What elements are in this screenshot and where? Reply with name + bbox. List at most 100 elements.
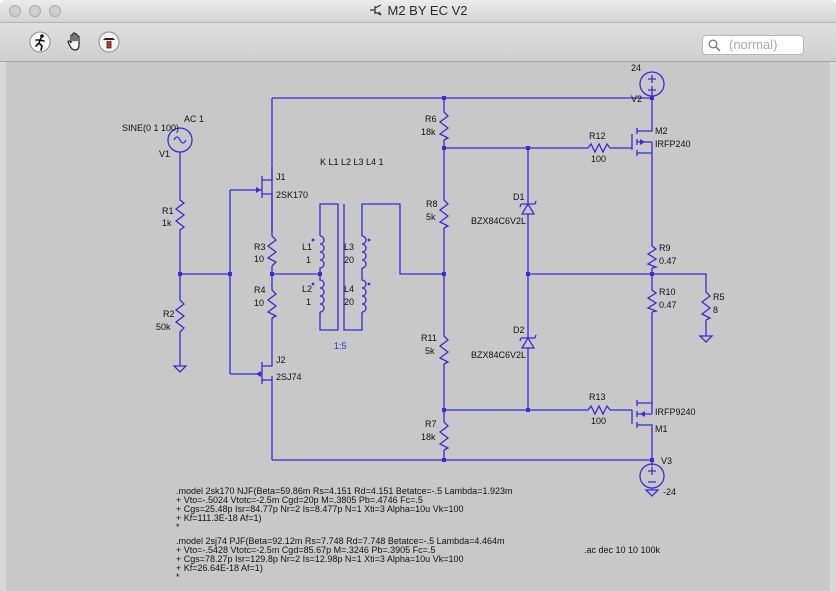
halt-button[interactable] xyxy=(98,31,124,53)
resistor-r5[interactable]: R5 8 xyxy=(698,288,725,343)
r2-name: R2 xyxy=(163,309,175,319)
source-v1[interactable]: AC 1 SINE(0 1 100) V1 xyxy=(122,114,204,159)
v3-value: -24 xyxy=(663,487,676,497)
d1-model: BZX84C6V2L xyxy=(471,216,526,226)
spice-line: + Cgs=78.27p Isr=129.8p Nr=2 Is=12.98p N… xyxy=(176,554,463,564)
window-title: M2 BY EC V2 xyxy=(387,3,468,18)
resistor-r9[interactable]: R9 0.47 xyxy=(646,242,677,269)
hand-icon xyxy=(67,32,80,51)
spice-line: + Kf=26.64E-18 Af=1) xyxy=(176,563,263,573)
r11-name: R11 xyxy=(421,333,437,343)
schematic-canvas[interactable]: AC 1 SINE(0 1 100) V1 R1 1k R2 50k R3 xyxy=(6,62,830,591)
resistor-r7[interactable]: R7 18k xyxy=(421,418,450,451)
v1-name: V1 xyxy=(159,149,170,159)
r12-value: 100 xyxy=(591,154,606,164)
l1-value: 1 xyxy=(306,255,311,265)
inductor-l4[interactable]: L4 20 xyxy=(344,268,371,313)
spice-line: .model 2sk170 NJF(Beta=59.86m Rs=4.151 R… xyxy=(176,486,512,496)
zener-d2[interactable]: D2 BZX84C6V2L xyxy=(471,325,537,360)
schematic-drawing[interactable]: AC 1 SINE(0 1 100) V1 R1 1k R2 50k R3 xyxy=(6,62,830,591)
jfet-j2[interactable]: J2 2SJ74 xyxy=(256,352,302,384)
v1-wave-label: SINE(0 1 100) xyxy=(122,123,179,133)
transformer-ratio: 1:5 xyxy=(334,341,347,351)
v1-ac-label: AC 1 xyxy=(184,114,204,124)
resistor-r1[interactable]: R1 1k xyxy=(162,196,186,232)
l3-name: L3 xyxy=(344,242,354,252)
l4-name: L4 xyxy=(344,284,354,294)
r8-value: 5k xyxy=(426,212,436,222)
v2-name: V2 xyxy=(631,94,642,104)
mosfet-m2[interactable]: M2 IRFP240 xyxy=(631,126,691,156)
j1-model: 2SK170 xyxy=(276,190,308,200)
r12-name: R12 xyxy=(589,131,606,141)
toolbar: (normal) xyxy=(0,23,836,62)
resistor-r8[interactable]: R8 5k xyxy=(426,196,450,229)
minimize-window-button[interactable] xyxy=(29,5,41,17)
inductor-l2[interactable]: L2 1 xyxy=(302,274,325,313)
r13-value: 100 xyxy=(591,416,606,426)
j1-name: J1 xyxy=(276,172,286,182)
close-window-button[interactable] xyxy=(9,5,21,17)
resistor-r12[interactable]: R12 100 xyxy=(584,131,612,164)
spice-line: + Vto=-.5428 Vtotc=-2.5m Cgd=85.67p M=.3… xyxy=(176,545,435,555)
r3-value: 10 xyxy=(254,254,264,264)
v3-name: V3 xyxy=(661,456,672,466)
l4-value: 20 xyxy=(344,297,354,307)
r4-name: R4 xyxy=(254,285,266,295)
spice-analysis-directive[interactable]: .ac dec 10 10 100k xyxy=(584,545,661,555)
r2-value: 50k xyxy=(156,322,171,332)
r10-value: 0.47 xyxy=(659,300,677,310)
source-v3[interactable]: V3 -24 xyxy=(639,456,676,497)
l3-value: 20 xyxy=(344,255,354,265)
mosfet-m1[interactable]: IRFP9240 M1 xyxy=(631,396,696,434)
r3-name: R3 xyxy=(254,242,266,252)
r1-value: 1k xyxy=(162,218,172,228)
coupling-directive[interactable]: K L1 L2 L3 L4 1 xyxy=(320,157,384,167)
resistor-r3[interactable]: R3 10 xyxy=(254,232,278,267)
r4-value: 10 xyxy=(254,298,264,308)
j2-name: J2 xyxy=(276,355,286,365)
spice-line: * xyxy=(176,522,180,532)
jfet-j1[interactable]: J1 2SK170 xyxy=(256,166,308,232)
r7-name: R7 xyxy=(425,419,437,429)
r5-name: R5 xyxy=(713,292,725,302)
zener-d1[interactable]: D1 BZX84C6V2L xyxy=(471,192,537,226)
m2-model: IRFP240 xyxy=(655,139,691,149)
m1-name: M1 xyxy=(655,424,668,434)
resistor-r6[interactable]: R6 18k xyxy=(421,108,450,141)
inductor-l1[interactable]: L1 1 xyxy=(302,235,325,274)
j2-model: 2SJ74 xyxy=(276,372,302,382)
v2-value: 24 xyxy=(631,63,641,73)
r8-name: R8 xyxy=(426,199,438,209)
resistor-r11[interactable]: R11 5k xyxy=(421,332,450,365)
resistor-r13[interactable]: R13 100 xyxy=(584,392,612,426)
junctions xyxy=(178,96,654,462)
spice-line: + Cgs=25.48p Isr=84.77p Nr=2 Is=8.477p N… xyxy=(176,504,463,514)
resistor-r2[interactable]: R2 50k xyxy=(156,296,186,340)
l1-name: L1 xyxy=(302,242,312,252)
r10-name: R10 xyxy=(659,287,676,297)
resistor-r4[interactable]: R4 10 xyxy=(254,285,278,319)
search-field[interactable]: (normal) xyxy=(702,35,804,55)
resistor-r10[interactable]: R10 0.47 xyxy=(646,286,677,313)
m2-name: M2 xyxy=(655,126,668,136)
spice-model-2sj74[interactable]: .model 2sj74 PJF(Beta=92.12m Rs=7.748 Rd… xyxy=(176,536,504,582)
spice-line: + Kf=111.3E-18 Af=1) xyxy=(176,513,261,523)
l2-name: L2 xyxy=(302,284,312,294)
r9-name: R9 xyxy=(659,243,671,253)
run-button[interactable] xyxy=(29,31,55,53)
spice-model-2sk170[interactable]: .model 2sk170 NJF(Beta=59.86m Rs=4.151 R… xyxy=(176,486,512,532)
schematic-document-icon xyxy=(369,4,382,16)
window-title-area: M2 BY EC V2 xyxy=(0,3,836,18)
title-bar: M2 BY EC V2 xyxy=(0,0,836,23)
r9-value: 0.47 xyxy=(659,256,677,266)
zoom-window-button[interactable] xyxy=(49,5,61,17)
source-v2[interactable]: 24 V2 xyxy=(631,63,665,104)
d2-name: D2 xyxy=(513,325,525,335)
spice-line: + Vto=-.5024 Vtotc=-2.5m Cgd=20p M=.3805… xyxy=(176,495,423,505)
d1-name: D1 xyxy=(513,192,525,202)
search-icon xyxy=(708,39,721,52)
inductor-l3[interactable]: L3 20 xyxy=(344,235,371,269)
pan-tool-button[interactable] xyxy=(64,31,90,53)
